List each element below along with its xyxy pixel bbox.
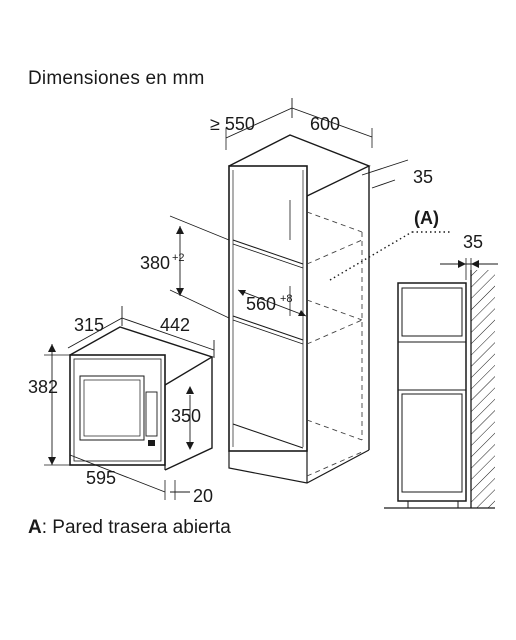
side-section-drawing	[384, 258, 498, 509]
microwave-drawing	[69, 326, 214, 471]
caption-letter: A	[28, 517, 42, 538]
label-appliance-body-height: 350	[171, 406, 201, 426]
label-niche-width-tol: +8	[280, 293, 293, 305]
label-niche-height-tol: +2	[172, 252, 185, 264]
label-niche-width: 560	[246, 294, 276, 314]
caption: A: Pared trasera abierta	[28, 517, 231, 539]
label-side-gap: 35	[413, 167, 433, 187]
label-frame-thickness: 20	[193, 486, 213, 506]
cabinet-dimensions	[169, 98, 409, 319]
label-wall-gap: 35	[463, 232, 483, 252]
label-niche-height: 380	[140, 253, 170, 273]
label-a-marker: (A)	[414, 208, 439, 228]
tall-cabinet-drawing	[228, 134, 452, 484]
caption-text: : Pared trasera abierta	[41, 517, 231, 538]
label-appliance-body-width: 442	[160, 315, 190, 335]
label-cabinet-depth: ≥ 550	[210, 114, 255, 134]
label-appliance-height: 382	[28, 377, 58, 397]
diagram-title: Dimensiones en mm	[28, 68, 205, 89]
label-appliance-width: 595	[86, 468, 116, 488]
label-appliance-depth: 315	[74, 315, 104, 335]
microwave-dimensions	[44, 306, 215, 500]
label-cabinet-width: 600	[310, 114, 340, 134]
